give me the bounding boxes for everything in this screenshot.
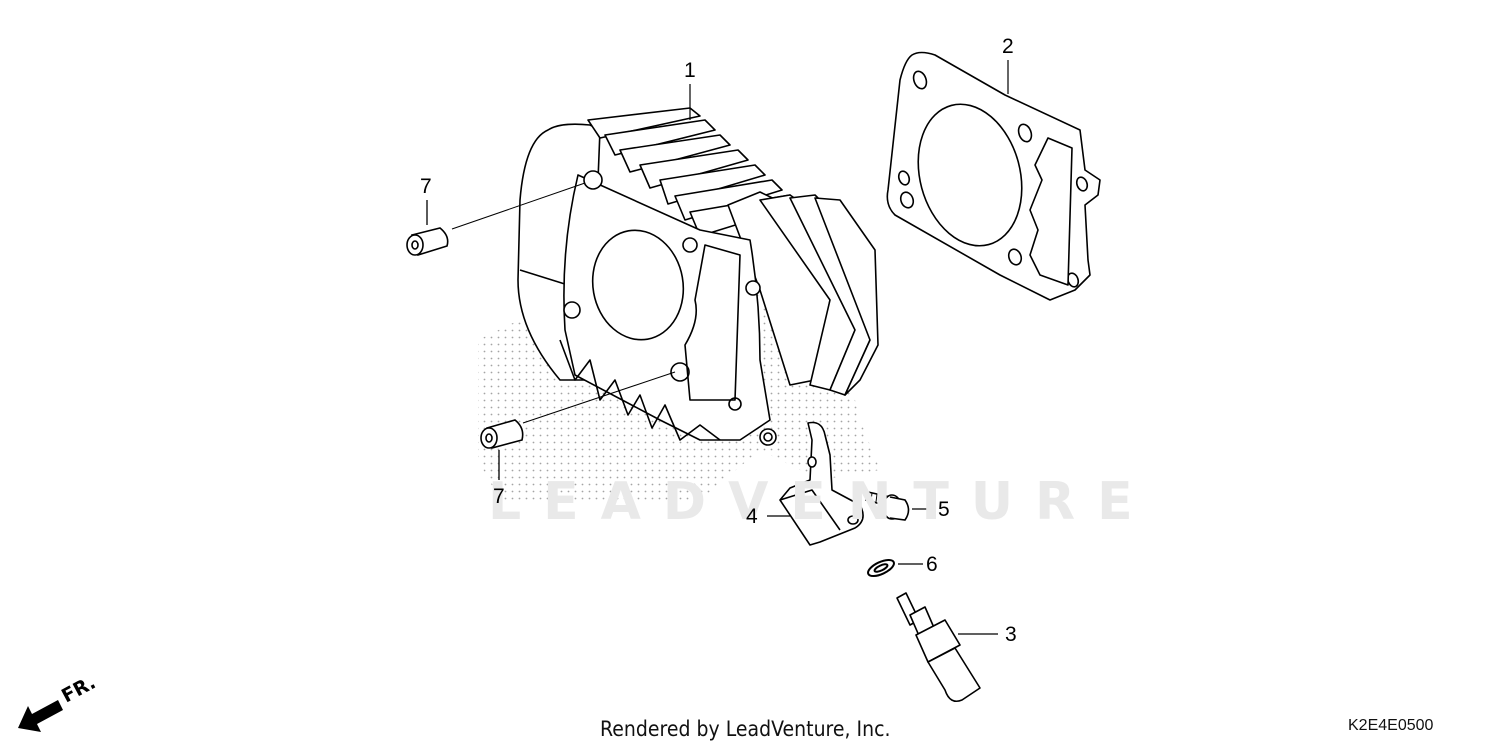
watermark: LEADVENTURE [488, 472, 1155, 532]
sensor-part [896, 592, 998, 703]
dowel-upper-part [406, 182, 586, 257]
callout-2[interactable]: 2 [1002, 35, 1014, 58]
callout-5[interactable]: 5 [938, 498, 950, 521]
diagram-code: K2E4E0500 [1348, 717, 1434, 734]
callout-3[interactable]: 3 [1005, 623, 1017, 646]
gasket-part [886, 51, 1101, 301]
cylinder-part [517, 107, 879, 446]
callout-4[interactable]: 4 [746, 505, 758, 528]
washer-part [867, 558, 923, 578]
callout-7-upper[interactable]: 7 [420, 175, 432, 198]
bolt-part [865, 491, 932, 521]
bracket-part [767, 421, 864, 546]
render-credit: Rendered by LeadVenture, Inc. [600, 717, 891, 741]
front-arrow-icon [18, 700, 63, 732]
callout-7-lower[interactable]: 7 [493, 485, 505, 508]
callout-1[interactable]: 1 [684, 59, 696, 82]
callout-6[interactable]: 6 [926, 553, 938, 576]
dowel-lower-part [480, 371, 676, 480]
